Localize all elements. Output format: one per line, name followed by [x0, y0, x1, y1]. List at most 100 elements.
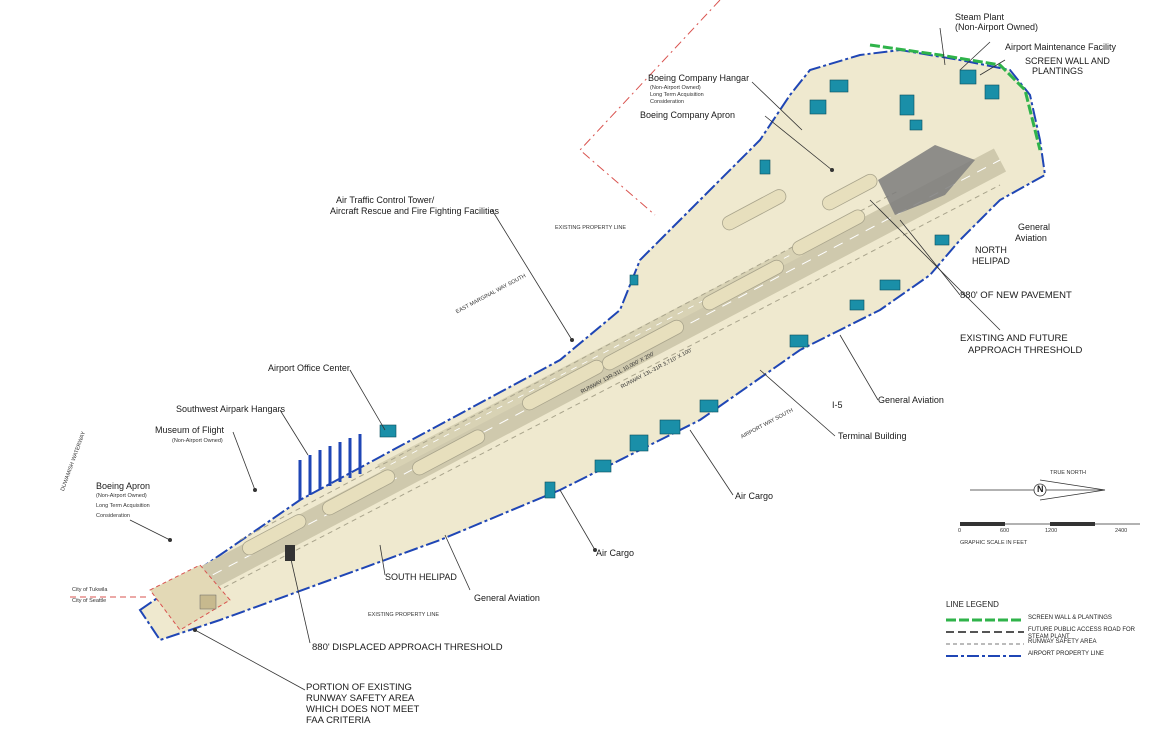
label-airport-office: Airport Office Center — [268, 363, 350, 373]
leader-line — [751, 81, 803, 131]
threshold-marking — [285, 545, 295, 561]
label-boeing-hangar: Boeing Company Hangar — [648, 73, 750, 83]
building — [934, 234, 950, 246]
pavement-pad — [792, 209, 866, 256]
label-boeing-apron-north: Boeing Company Apron — [640, 110, 736, 120]
label-boeing-apron-sw-owner: (Non-Airport Owned) — [96, 493, 147, 499]
label-arff: Aircraft Rescue and Fire Fighting Facili… — [330, 206, 500, 216]
leader-line — [839, 334, 879, 401]
legend-item: RUNWAY SAFETY AREA — [946, 639, 1146, 651]
label-new-pavement: 880' OF NEW PAVEMENT — [960, 290, 1072, 301]
label-boeing-hangar-cons: Consideration — [650, 99, 684, 105]
pavement-pad — [822, 173, 878, 211]
label-museum-owner: (Non-Airport Owned) — [172, 438, 223, 444]
runway-safety-area — [149, 564, 231, 631]
label-rsa-2: RUNWAY SAFETY AREA — [306, 693, 415, 704]
north-letter: N — [1037, 484, 1044, 494]
pavement-pad — [412, 429, 486, 476]
pavement-pad — [702, 259, 784, 311]
label-general-aviation-south: General Aviation — [474, 593, 540, 603]
pavement-pad — [242, 514, 307, 556]
pavement-pad — [322, 469, 396, 516]
building — [849, 299, 865, 311]
leader-line — [979, 59, 1006, 76]
building — [909, 119, 923, 131]
leader-line — [869, 199, 1001, 331]
label-air-cargo-south: Air Cargo — [596, 548, 635, 558]
building — [879, 279, 901, 291]
label-displaced-threshold: 880' DISPLACED APPROACH THRESHOLD — [312, 642, 503, 653]
building — [659, 419, 681, 435]
building — [379, 424, 397, 438]
label-north-helipad-2: HELIPAD — [972, 256, 1010, 266]
label-boeing-hangar-owner: (Non-Airport Owned) — [650, 85, 701, 91]
label-city-seattle: City of Seattle — [72, 598, 107, 604]
label-atct: Air Traffic Control Tower/ — [336, 195, 435, 205]
scale-2: 1200 — [1045, 528, 1058, 534]
label-museum: Museum of Flight — [155, 425, 225, 435]
new-pavement-area — [878, 145, 975, 215]
label-true-north: TRUE NORTH — [1050, 470, 1086, 476]
building — [809, 99, 827, 115]
building — [959, 69, 977, 85]
taxiway-b — [239, 189, 901, 541]
building — [629, 434, 649, 452]
label-sw-airpark: Southwest Airpark Hangars — [176, 404, 286, 414]
label-north-helipad: NORTH — [975, 245, 1007, 255]
leader-line — [764, 115, 833, 171]
line-legend: LINE LEGEND SCREEN WALL & PLANTINGS FUTU… — [946, 600, 1146, 663]
building — [629, 274, 639, 286]
label-air-cargo-east: Air Cargo — [735, 491, 774, 501]
building — [594, 459, 612, 473]
leader-line — [759, 369, 836, 437]
scale-3: 2400 — [1115, 528, 1128, 534]
north-arrow — [960, 462, 1159, 552]
label-general-aviation-mid: General Aviation — [878, 395, 944, 405]
leader-line — [194, 629, 306, 691]
pavement-pad — [602, 319, 684, 371]
label-steam-plant: Steam Plant — [955, 12, 1005, 22]
legend-item: SCREEN WALL & PLANTINGS — [946, 615, 1146, 627]
legend-item-label: SCREEN WALL & PLANTINGS — [1028, 615, 1112, 621]
building — [829, 79, 849, 93]
label-airport-maintenance: Airport Maintenance Facility — [1005, 42, 1117, 52]
leader-line — [232, 431, 256, 491]
scale-1: 600 — [1000, 528, 1010, 534]
legend-item-label: AIRPORT PROPERTY LINE — [1028, 651, 1104, 657]
label-boeing-apron-sw-acq: Long Term Acquisition — [96, 503, 150, 509]
label-city-tukwila: City of Tukwila — [72, 587, 108, 593]
label-terminal: Terminal Building — [838, 431, 907, 441]
leader-line — [899, 219, 961, 296]
building — [544, 481, 556, 499]
label-general-aviation-ne-2: Aviation — [1015, 233, 1047, 243]
leader-line — [379, 544, 386, 576]
building — [984, 84, 1000, 100]
legend-title: LINE LEGEND — [946, 600, 999, 609]
leader-line — [559, 489, 596, 551]
scale-0: 0 — [958, 528, 962, 534]
taxiway-a — [199, 184, 1001, 601]
scale-caption: GRAPHIC SCALE IN FEET — [960, 540, 1028, 546]
pavement-pad — [722, 189, 787, 231]
label-i5: I-5 — [832, 400, 843, 410]
label-rsa-4: FAA CRITERIA — [306, 715, 371, 726]
leader-line — [939, 27, 946, 66]
leader-line — [349, 369, 386, 431]
label-approach-threshold: EXISTING AND FUTURE — [960, 333, 1068, 344]
label-rsa-1: PORTION OF EXISTING — [306, 682, 412, 693]
building — [699, 399, 719, 413]
label-rsa-3: WHICH DOES NOT MEET — [306, 704, 420, 715]
label-south-helipad: SOUTH HELIPAD — [385, 572, 457, 582]
leader-line — [959, 41, 991, 71]
city-limit-line — [579, 0, 721, 216]
leader-line — [491, 209, 573, 341]
label-existing-property-line: EXISTING PROPERTY LINE — [368, 612, 440, 618]
leader-line — [689, 429, 734, 496]
label-plantings: PLANTINGS — [1032, 66, 1084, 76]
leader-line — [279, 409, 309, 456]
building — [899, 94, 915, 116]
leader-line — [444, 534, 471, 591]
label-boeing-apron-sw: Boeing Apron — [96, 481, 151, 491]
building — [789, 334, 809, 348]
